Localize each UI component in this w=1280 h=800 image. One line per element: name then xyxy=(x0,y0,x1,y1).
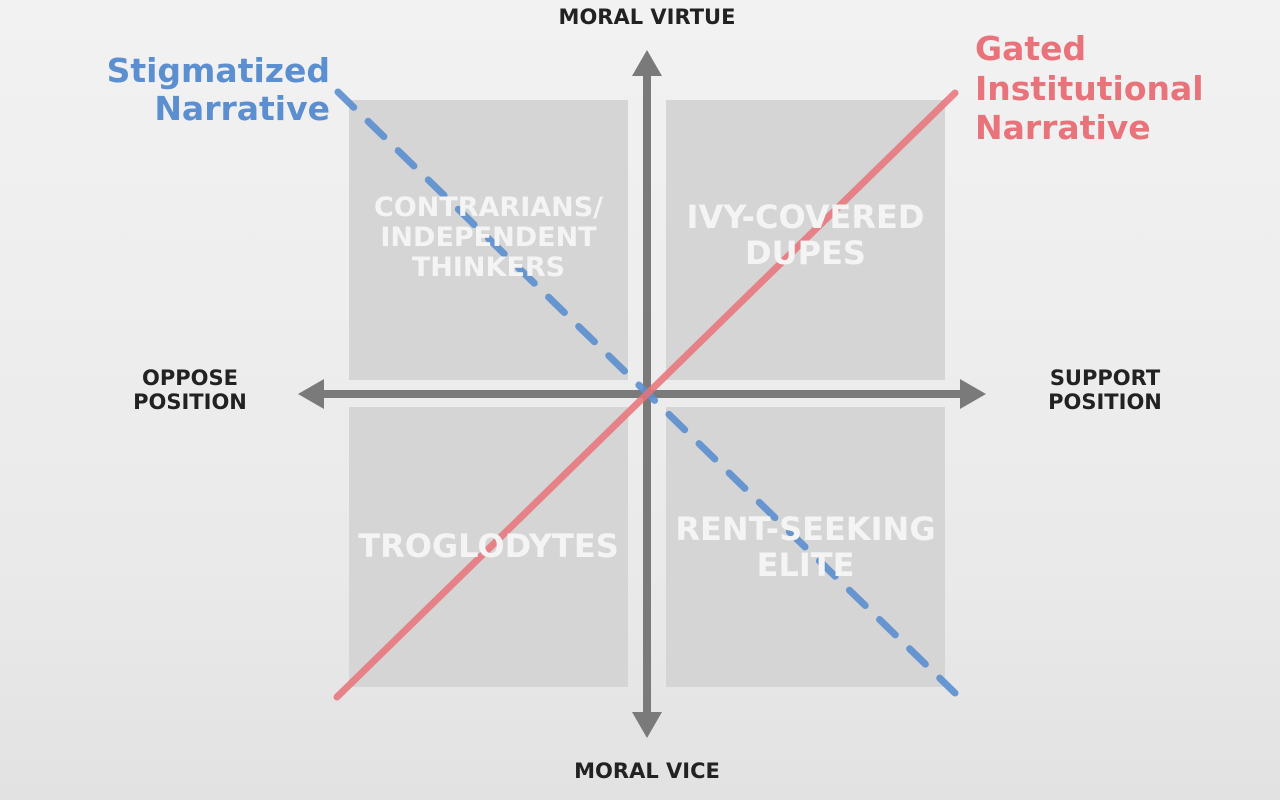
quadrant-label-contrarians: CONTRARIANS/ INDEPENDENT THINKERS xyxy=(349,192,628,284)
axis-label-bottom: MORAL VICE xyxy=(574,759,720,783)
quadrant-label-line: ELITE xyxy=(756,545,855,584)
quadrant-label-line: TROGLODYTES xyxy=(358,527,619,565)
quadrant-label-line: THINKERS xyxy=(411,252,566,284)
narrative-label-line: Institutional xyxy=(975,68,1204,108)
arrow-left-icon xyxy=(298,379,324,409)
quadrant-label-line: DUPES xyxy=(745,233,866,272)
quadrant-label-line: RENT-SEEKING xyxy=(675,510,936,548)
narrative-label-line: Narrative xyxy=(975,108,1151,148)
axis-label-top: MORAL VIRTUE xyxy=(558,5,736,29)
quadrant-label-troglodytes: TROGLODYTES xyxy=(339,527,638,565)
arrow-right-icon xyxy=(960,379,986,409)
arrow-down-icon xyxy=(632,712,662,738)
axis-label-left: OPPOSE POSITION xyxy=(100,366,280,414)
quadrant-label-rent-seeking-elite: RENT-SEEKING ELITE xyxy=(656,510,955,584)
quadrant-label-line: CONTRARIANS/ xyxy=(373,192,604,223)
axis-label-left-line: OPPOSE xyxy=(142,366,238,390)
arrow-up-icon xyxy=(632,50,662,76)
axis-label-left-line: POSITION xyxy=(133,389,247,414)
narrative-label-line: Narrative xyxy=(154,88,330,128)
quadrant-label-line: INDEPENDENT xyxy=(380,222,597,254)
narrative-label-line: Gated xyxy=(975,29,1087,68)
narrative-label-line: Stigmatized xyxy=(106,51,330,90)
quadrant-label-ivy-covered-dupes: IVY-COVERED DUPES xyxy=(656,198,955,272)
gated-narrative-line xyxy=(333,89,959,701)
gated-narrative-label: Gated Institutional Narrative xyxy=(975,29,1275,148)
axis-label-right-line: POSITION xyxy=(1048,389,1162,414)
horizontal-axis xyxy=(298,379,986,409)
axis-label-right: SUPPORT POSITION xyxy=(1015,366,1195,414)
quadrant-label-line: IVY-COVERED xyxy=(686,198,925,236)
axis-label-right-line: SUPPORT xyxy=(1049,366,1161,390)
stigmatized-narrative-label: Stigmatized Narrative xyxy=(70,52,330,128)
